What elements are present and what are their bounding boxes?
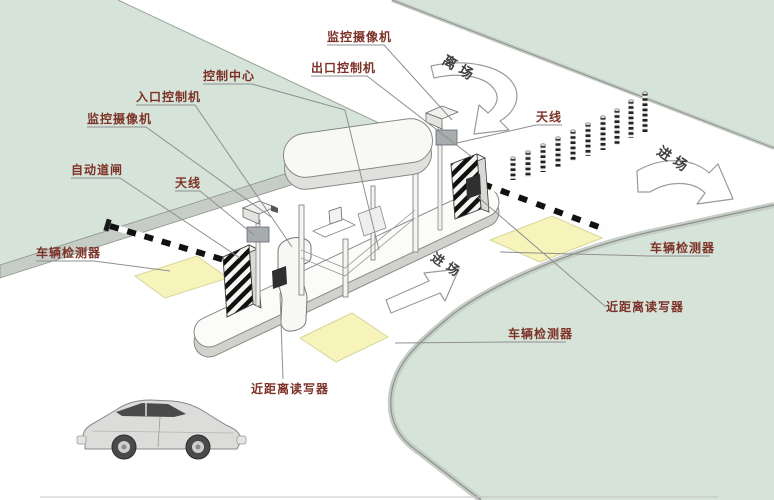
enter-arrow-top: [636, 160, 734, 205]
island-top-right: [391, 0, 774, 150]
delineator-posts: [510, 91, 648, 180]
exit-barrier-arm: [481, 181, 609, 233]
detector-pad-entry: [133, 255, 230, 299]
label-entry-antenna: 天线: [175, 176, 202, 190]
label-vehicle-detector-mid: 车辆检测器: [508, 327, 574, 341]
label-entry-controller: 入口控制机: [136, 90, 202, 104]
detector-pad-middle: [298, 312, 390, 363]
label-vehicle-detector-left: 车辆检测器: [36, 246, 102, 260]
entry-barrier-arm: [103, 218, 232, 265]
car-windows: [116, 403, 186, 417]
island-bottom-right: [387, 202, 774, 500]
exit-control-machine: [450, 153, 490, 220]
exit-proximity-reader: [466, 174, 481, 199]
entry-camera-pole: [241, 200, 278, 307]
leave-arrow: [430, 62, 518, 135]
exit-camera-pole: [424, 105, 460, 231]
label-exit-antenna: 天线: [536, 110, 563, 124]
callout-leader-lines: [36, 44, 710, 380]
label-exit-camera: 监控摄像机: [327, 30, 393, 44]
booth-monitor: [328, 206, 343, 225]
label-entry-reader: 近距离读写器: [251, 382, 330, 396]
booth-canopy: [283, 118, 433, 178]
label-auto-barrier: 自动道闸: [71, 163, 124, 177]
label-vehicle-detector-right: 车辆检测器: [650, 241, 716, 255]
direction-arrows: [385, 62, 734, 314]
enter-arrow-mid: [385, 268, 460, 314]
label-control-center: 控制中心: [203, 69, 256, 83]
entry-antenna-panel: [246, 226, 270, 243]
label-exit-controller: 出口控制机: [311, 61, 377, 75]
label-exit-reader: 近距离读写器: [606, 300, 685, 314]
vehicle-detector-pads: [133, 215, 604, 363]
control-booth: [283, 118, 433, 298]
label-entry-camera: 监控摄像机: [87, 112, 153, 126]
entry-proximity-reader: [272, 266, 287, 289]
car: [76, 399, 247, 460]
detector-pad-exit: [488, 215, 604, 263]
